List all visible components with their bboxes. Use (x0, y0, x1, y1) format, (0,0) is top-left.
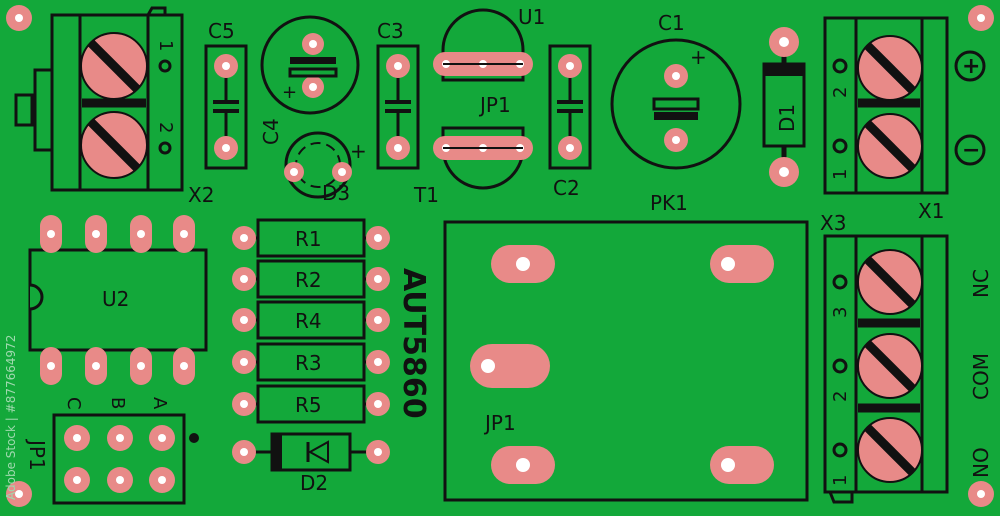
diode-d1 (762, 27, 806, 187)
x3-pin-3: 3 (830, 307, 851, 318)
svg-text:+: + (350, 139, 367, 163)
resistor-r1 (232, 218, 390, 258)
r5-label: R5 (295, 393, 322, 417)
capacitor-c3 (376, 44, 420, 170)
header-label-c: C (63, 397, 84, 410)
diode-d3: + (284, 131, 367, 199)
header-jp1 (52, 413, 199, 505)
c1-label: C1 (658, 11, 685, 35)
x2-screws (80, 32, 172, 179)
board-code: AUT5860 (396, 268, 431, 419)
plus-symbol: + (962, 54, 980, 79)
r2-label: R2 (295, 268, 322, 292)
c5-label: C5 (208, 19, 235, 43)
x1-screws (832, 35, 923, 179)
x3-label-com: COM (969, 353, 993, 400)
r3-label: R3 (295, 351, 322, 375)
d2-label: D2 (300, 471, 328, 495)
watermark: Adobe Stock | #877664972 (4, 335, 18, 500)
jp1-relay-label: JP1 (483, 411, 516, 435)
r1-label: R1 (295, 227, 322, 251)
x3-label-nc: NC (969, 269, 993, 298)
terminal-block-x2 (14, 6, 184, 192)
relay-pk1 (443, 220, 809, 502)
t1-label: T1 (413, 183, 439, 207)
pk1-label: PK1 (650, 191, 688, 215)
jp1-header-label: JP1 (25, 438, 49, 471)
r4-label: R4 (295, 309, 322, 333)
u2-label: U2 (102, 287, 129, 311)
svg-text:+: + (690, 45, 707, 69)
d1-label: D1 (775, 104, 799, 132)
terminal-block-x1 (823, 16, 949, 195)
x1-label: X1 (918, 199, 944, 223)
x3-label: X3 (820, 211, 846, 235)
header-label-b: B (107, 397, 128, 409)
resistor-r5 (232, 384, 390, 424)
capacitor-c5 (204, 44, 248, 170)
jp1-top-label: JP1 (478, 93, 511, 117)
x3-pin-2: 2 (830, 391, 851, 402)
mounting-holes (6, 5, 994, 507)
c4-label: C4 (259, 118, 283, 145)
x2-pin-1: 1 (155, 40, 176, 51)
capacitor-c1: + (610, 38, 742, 170)
x2-pin-2: 2 (155, 122, 176, 133)
regulator-u1 (433, 8, 533, 82)
u1-label: U1 (518, 5, 545, 29)
x2-label: X2 (188, 183, 214, 207)
x3-pin-1: 1 (830, 475, 851, 486)
x1-polarity: + − (954, 50, 986, 166)
c3-label: C3 (377, 19, 404, 43)
header-label-a: A (149, 397, 170, 410)
minus-symbol: − (962, 138, 980, 163)
resistor-r3 (232, 342, 390, 382)
resistor-r4 (232, 300, 390, 340)
x1-pin-1: 1 (830, 169, 851, 180)
d3-label: D3 (322, 181, 350, 205)
ic-u2 (28, 215, 208, 385)
x3-label-no: NO (969, 447, 993, 478)
resistor-r2 (232, 259, 390, 299)
capacitor-c4: + (260, 15, 360, 115)
x1-pin-2: 2 (830, 87, 851, 98)
x3-screws (832, 249, 923, 483)
svg-text:+: + (282, 82, 297, 103)
diode-d2 (232, 432, 390, 472)
transistor-t1 (433, 126, 533, 190)
c2-label: C2 (553, 176, 580, 200)
capacitor-c2 (548, 44, 592, 170)
